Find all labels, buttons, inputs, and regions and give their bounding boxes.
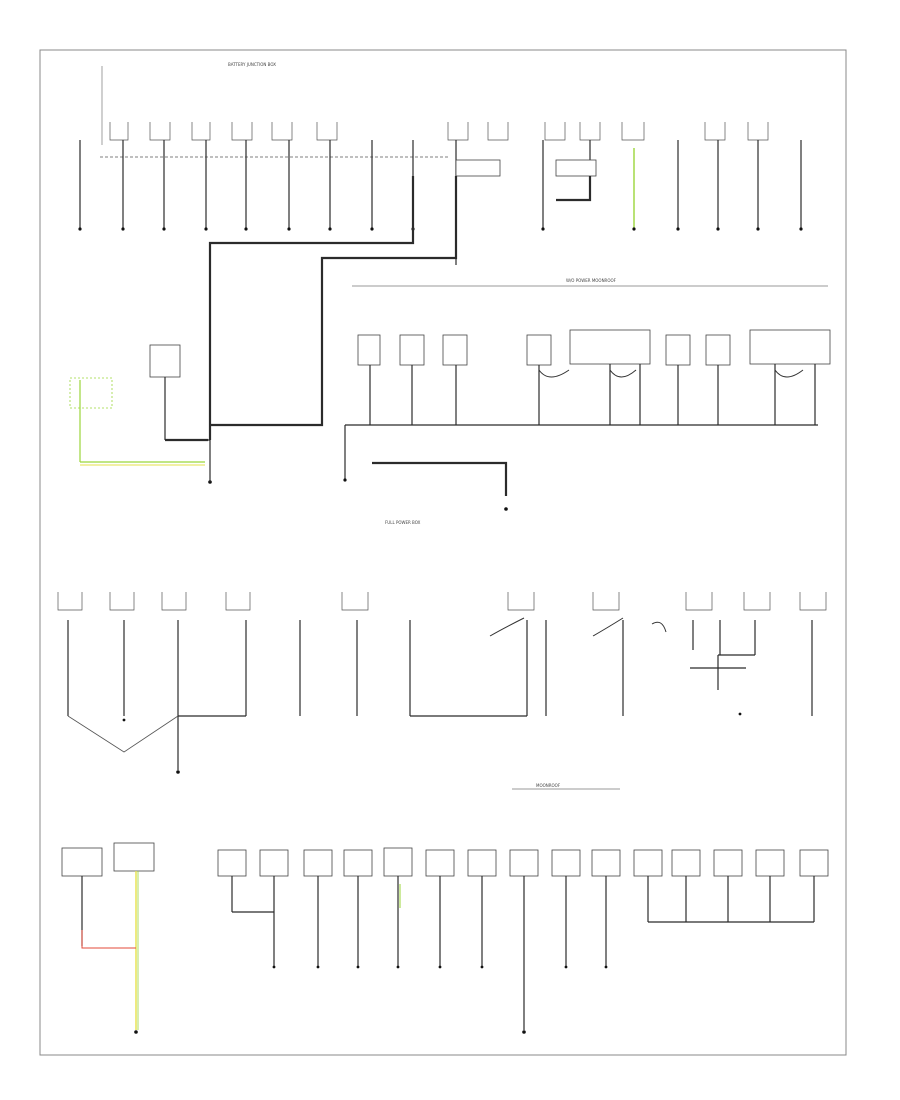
section-5-components (61, 842, 829, 1034)
section-1-components (78, 122, 803, 440)
section-header-4: MOONROOF (536, 783, 561, 788)
section-header-2: W/O POWER MOONROOF (566, 278, 617, 283)
section-header-1: BATTERY JUNCTION BOX (228, 62, 276, 67)
section-3-components (343, 329, 831, 511)
red-wire (81, 930, 136, 949)
section-2-components (69, 344, 212, 484)
section-4-components (57, 592, 827, 774)
diagram-frame (39, 49, 847, 1056)
section-header-3: FULL POWER BOX (385, 520, 421, 525)
